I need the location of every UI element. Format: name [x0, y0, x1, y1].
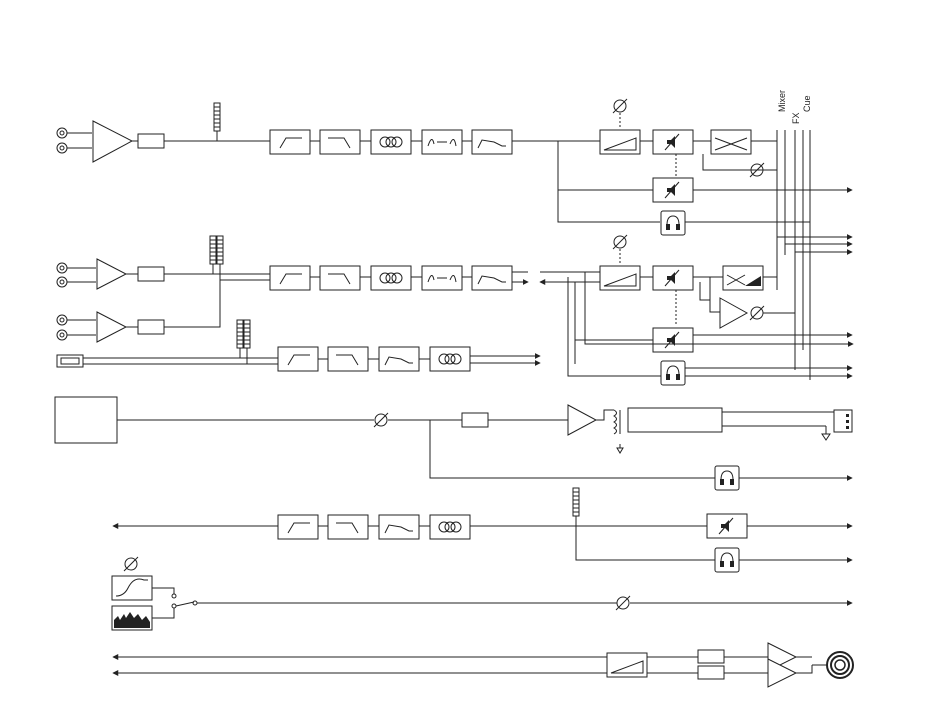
return-strip — [113, 488, 852, 572]
tone-generator-strip — [112, 557, 852, 630]
phase-knob-icon — [374, 413, 388, 427]
bus-lines: Mixer FX Cue — [777, 90, 812, 380]
gain-block — [138, 267, 164, 281]
gain-block — [462, 413, 488, 427]
level-meter-icon — [573, 488, 579, 516]
mic-strip — [55, 397, 852, 490]
phase-knob-icon — [613, 235, 627, 249]
low-pass-filter-icon — [328, 515, 368, 539]
switch-icon — [152, 588, 197, 618]
mute-speaker-icon — [653, 178, 693, 202]
fader-ramp-icon — [600, 130, 640, 154]
rca-jack-icon — [57, 315, 67, 325]
rca-jack-icon — [57, 330, 67, 340]
gain-block — [698, 666, 724, 679]
headphones-icon — [715, 548, 739, 572]
eq-rings-icon — [371, 266, 411, 290]
rca-jack-icon — [57, 143, 67, 153]
high-pass-filter-icon — [270, 130, 310, 154]
crossfader-icon — [723, 266, 763, 290]
shelf-eq-icon — [379, 347, 419, 371]
gain-block — [698, 650, 724, 663]
eq-rings-icon — [371, 130, 411, 154]
headphones-icon — [661, 211, 685, 235]
mute-speaker-icon — [707, 514, 747, 538]
shelf-eq-icon — [472, 266, 512, 290]
parametric-eq-icon — [422, 130, 462, 154]
usb-strip — [57, 320, 540, 371]
transformer-block — [628, 408, 722, 432]
phase-knob-icon — [750, 306, 764, 320]
preamp-triangle-icon — [568, 405, 596, 435]
level-meter-icon — [214, 103, 220, 131]
low-pass-filter-icon — [328, 347, 368, 371]
level-meter-icon — [237, 320, 243, 348]
parametric-eq-icon — [422, 266, 462, 290]
master-output-strip — [113, 643, 853, 687]
bus-label-mixer: Mixer — [777, 90, 787, 112]
mute-speaker-icon — [653, 130, 693, 154]
usb-port-icon — [57, 355, 83, 367]
shelf-eq-icon — [379, 515, 419, 539]
fader-ramp-icon — [600, 266, 640, 290]
level-meter-icon — [210, 236, 216, 264]
phase-knob-icon — [613, 99, 627, 113]
channel-1-strip — [57, 99, 852, 235]
bus-outputs — [777, 237, 852, 252]
low-pass-filter-icon — [320, 266, 360, 290]
eq-rings-icon — [430, 347, 470, 371]
gain-block — [138, 320, 164, 334]
preamp-triangle-icon — [93, 121, 132, 162]
crossfader-icon — [711, 130, 751, 154]
low-pass-filter-icon — [320, 130, 360, 154]
xlr-connector-icon — [834, 410, 852, 432]
bus-label-cue: Cue — [802, 95, 812, 112]
phase-knob-icon — [124, 557, 138, 571]
output-jack-icon — [827, 652, 853, 678]
fader-ramp-icon — [607, 653, 647, 677]
high-pass-filter-icon — [278, 347, 318, 371]
eq-rings-icon — [430, 515, 470, 539]
preamp-triangle-icon — [97, 312, 126, 342]
headphones-icon — [715, 466, 739, 490]
rca-jack-icon — [57, 277, 67, 287]
bus-label-fx: FX — [791, 112, 801, 124]
shelf-eq-icon — [472, 130, 512, 154]
high-pass-filter-icon — [278, 515, 318, 539]
ground-icon — [822, 426, 830, 440]
sine-wave-icon — [112, 576, 152, 600]
mute-speaker-icon — [653, 266, 693, 290]
phase-knob-icon — [616, 596, 630, 610]
mute-speaker-icon — [653, 328, 693, 352]
noise-spectrum-icon — [112, 606, 152, 630]
headphones-icon — [661, 361, 685, 385]
transformer-icon — [596, 410, 623, 453]
level-meter-icon — [217, 236, 223, 264]
preamp-triangle-icon — [97, 259, 126, 289]
level-meter-icon — [244, 320, 250, 348]
rca-jack-icon — [57, 263, 67, 273]
rca-jack-icon — [57, 128, 67, 138]
preamp-triangle-icon — [720, 298, 747, 328]
high-pass-filter-icon — [270, 266, 310, 290]
gain-block — [138, 134, 164, 148]
input-module-box — [55, 397, 117, 443]
